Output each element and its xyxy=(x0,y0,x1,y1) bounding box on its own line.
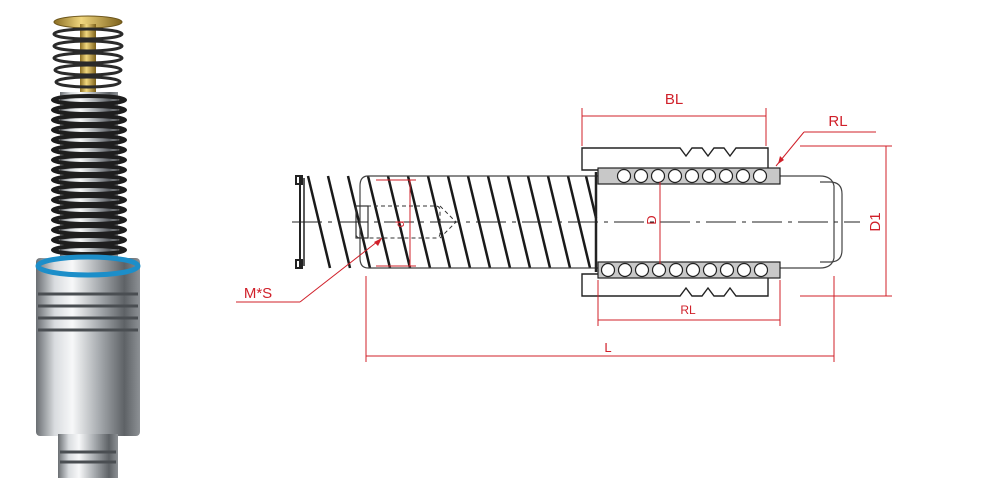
photo-upper-spring xyxy=(52,27,124,89)
label-l: L xyxy=(604,340,611,355)
balls-top xyxy=(616,168,768,184)
balls-bottom xyxy=(600,262,769,278)
photo-grooves xyxy=(38,292,138,332)
photo-lower-spring xyxy=(51,94,127,256)
photo-stub xyxy=(58,434,118,478)
label-d1: D1 xyxy=(867,212,884,231)
product-photo xyxy=(35,15,141,478)
photo-blue-ring xyxy=(35,254,141,278)
label-d-small: d xyxy=(393,221,407,228)
label-d-large: D xyxy=(644,215,659,224)
label-rl-top: RL xyxy=(828,113,847,130)
dimension-lines xyxy=(236,108,892,362)
label-bl: BL xyxy=(665,91,683,108)
label-ms: M*S xyxy=(244,285,272,302)
dimension-arrows xyxy=(374,156,784,246)
photo-bushing xyxy=(36,258,140,436)
label-rl-bottom: RL xyxy=(680,303,696,317)
